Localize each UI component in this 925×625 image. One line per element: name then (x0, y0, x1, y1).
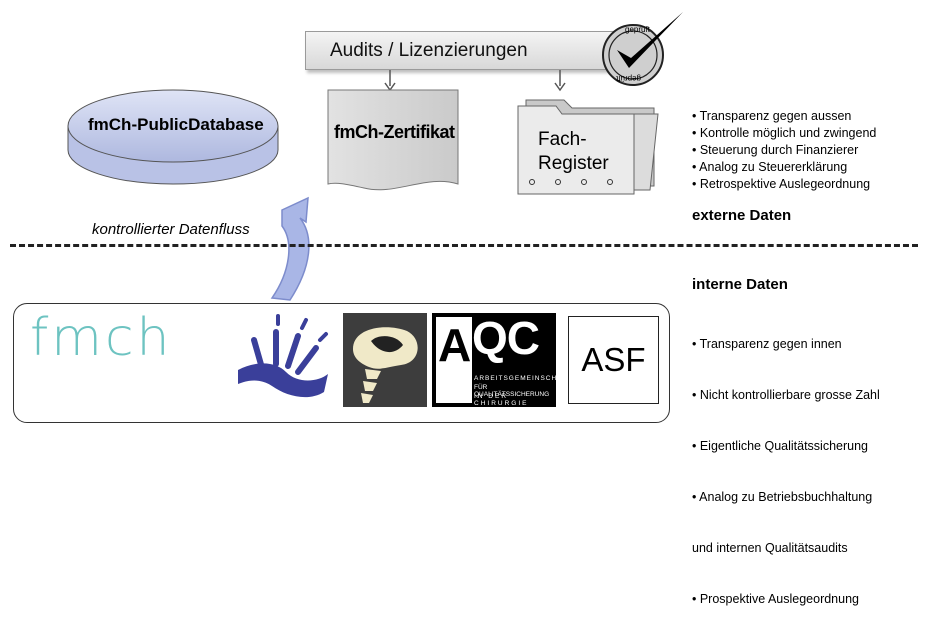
aqc-line1: ARBEITSGEMEINSCHAFT (474, 375, 573, 382)
flow-label: kontrollierter Datenfluss (92, 221, 250, 238)
hand-logo-icon (238, 314, 328, 398)
audits-box (305, 31, 629, 70)
register-label: Fach- Register (538, 128, 609, 176)
internal-bullet: • Eigentliche Qualitätssicherung (692, 439, 869, 453)
aqc-line3: IN DER CHIRURGIE (474, 393, 529, 407)
external-bullet: • Kontrolle möglich und zwingend (692, 126, 877, 140)
register-label-line1: Fach- (538, 129, 587, 150)
audits-label: Audits / Lizenzierungen (330, 40, 528, 61)
asf-logo: ASF (568, 316, 659, 404)
internal-bullet: und internen Qualitätsaudits (692, 541, 848, 555)
data-flow-arrow-icon (270, 196, 310, 301)
database-label: fmCh-PublicDatabase (88, 115, 264, 134)
external-heading: externe Daten (692, 207, 792, 224)
internal-heading: interne Daten (692, 276, 788, 293)
aqc-logo: A QC ARBEITSGEMEINSCHAFT FÜR QUALITÄTSSI… (432, 312, 571, 407)
external-bullet: • Transparenz gegen aussen (692, 109, 852, 123)
logo-frame (13, 303, 670, 423)
seal-text-bottom: geprüft (615, 74, 641, 83)
fmch-logo: fmch (30, 308, 173, 368)
internal-bullet: • Transparenz gegen innen (692, 337, 842, 351)
asf-text: ASF (581, 341, 646, 378)
aqc-letters-qc: QC (472, 312, 540, 364)
aqc-letter-a: A (438, 319, 471, 371)
approved-seal-icon: geprüft geprüft (602, 12, 683, 86)
certificate-label: fmCh-Zertifikat (334, 122, 455, 142)
divider (10, 244, 918, 247)
internal-bullets: • Transparenz gegen innen • Nicht kontro… (692, 302, 880, 625)
internal-bullet: • Nicht kontrollierbare grosse Zahl (692, 388, 880, 402)
seal-text-top: geprüft (625, 25, 651, 34)
external-bullets: • Transparenz gegen aussen • Kontrolle m… (692, 108, 876, 193)
internal-bullet: • Analog zu Betriebsbuchhaltung (692, 490, 873, 504)
external-bullet: • Steuerung durch Finanzierer (692, 143, 859, 157)
database-cylinder-icon (67, 89, 279, 185)
register-folder-icon (517, 99, 659, 195)
flow-arrow-shape (270, 196, 310, 301)
certificate-document-icon (327, 89, 459, 191)
internal-bullet: • Prospektive Auslegeordnung (692, 592, 859, 606)
aqc-letters: A (436, 317, 472, 403)
aqc-line2: FÜR QUALITÄTSSICHERUNG (474, 384, 550, 398)
external-bullet: • Analog zu Steuererklärung (692, 160, 848, 174)
register-label-line2: Register (538, 153, 609, 174)
bone-logo-icon (343, 313, 427, 407)
external-bullet: • Retrospektive Auslegeordnung (692, 177, 871, 191)
